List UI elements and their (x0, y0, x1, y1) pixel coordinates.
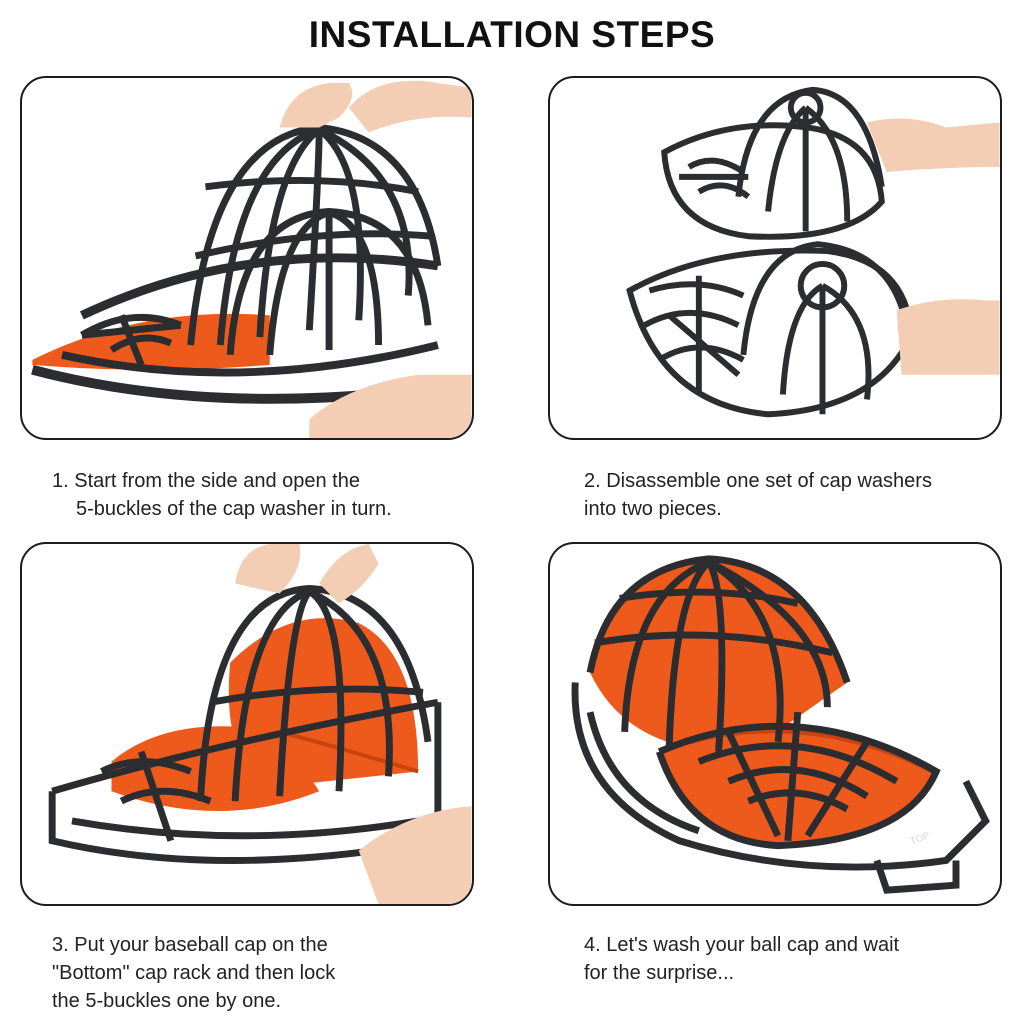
hand-icon (319, 544, 379, 604)
page-title: INSTALLATION STEPS (308, 14, 716, 55)
hand-icon (866, 118, 1000, 172)
caption-line: 4. Let's wash your ball cap and wait (584, 934, 900, 956)
hand-icon (358, 806, 472, 904)
step-4-image-panel: TOP (548, 542, 1002, 906)
caption-line: 5-buckles of the cap washer in turn. (76, 498, 392, 520)
caption-line: for the surprise... (584, 962, 735, 984)
hand-icon (348, 80, 472, 133)
caption-line: "Bottom" cap rack and then lock (52, 962, 336, 984)
cap-rack-two-pieces-image (626, 86, 1000, 418)
caption-line: 2. Disassemble one set of cap washers (584, 470, 932, 492)
hand-icon (896, 299, 1000, 375)
hand-icon (279, 82, 353, 128)
step-1-caption: 1. Start from the side and open the 5-bu… (52, 467, 392, 523)
rack-top-label: TOP (909, 830, 932, 847)
cap-brim-shape (32, 313, 270, 370)
step-4-caption: 4. Let's wash your ball cap and wait for… (584, 931, 899, 987)
step-2-image-panel (548, 76, 1002, 440)
hand-icon (235, 544, 301, 594)
caption-line: 3. Put your baseball cap on the (52, 934, 328, 956)
caption-line: the 5-buckles one by one. (52, 990, 282, 1012)
step-3-image-panel (20, 542, 474, 906)
caption-line: 1. Start from the side and open the (52, 470, 360, 492)
cap-rack-open-image (31, 80, 472, 438)
hand-icon (309, 374, 472, 438)
step-1-image-panel (20, 76, 474, 440)
cap-locked-in-rack-image: TOP (571, 555, 990, 894)
step-2-caption: 2. Disassemble one set of cap washers in… (584, 467, 932, 523)
cap-in-bottom-rack-image (48, 544, 472, 904)
step-3-caption: 3. Put your baseball cap on the "Bottom"… (52, 931, 335, 1015)
caption-line: into two pieces. (584, 498, 722, 520)
